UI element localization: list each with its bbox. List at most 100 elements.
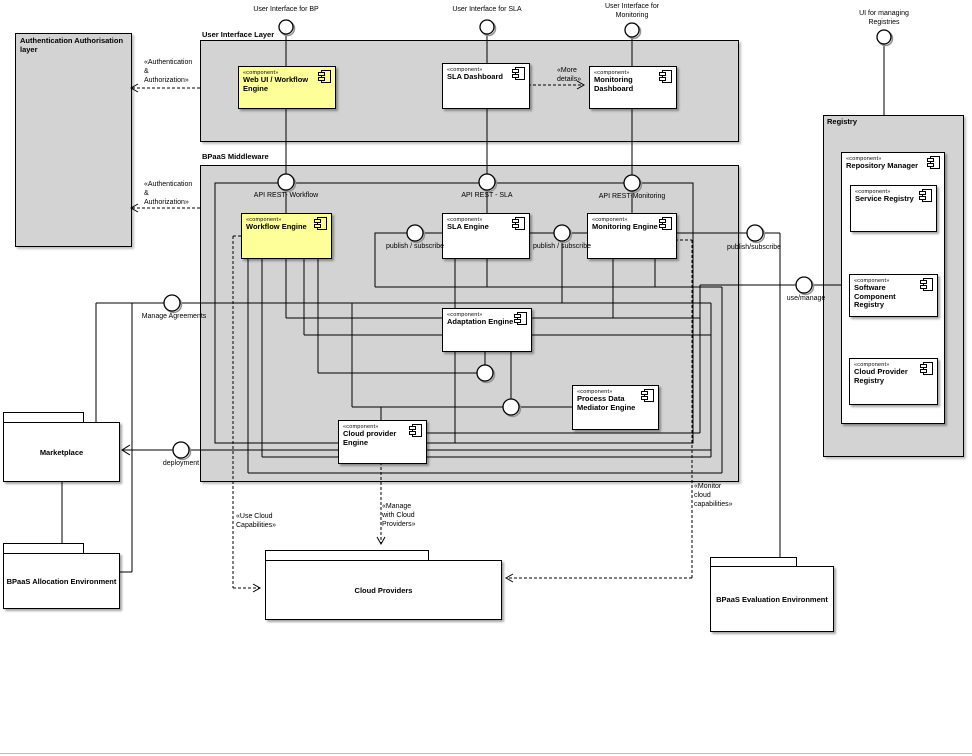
package-bpaas-allocation-environment[interactable]: BPaaS Allocation Environment [3,553,120,609]
stereotype-label: «component» [447,312,483,318]
component-icon [512,67,525,80]
component-icon [927,156,940,169]
port-ui-registries[interactable] [876,29,892,45]
stereotype-label: «component» [855,189,891,195]
component-name: SLA Engine [447,222,489,231]
stereotype-label: «component» [592,217,628,223]
stereotype-label: «component» [447,217,483,223]
port-ui-monitoring[interactable] [624,22,640,38]
port-ui-bp[interactable] [278,19,294,35]
interface-api-rest-workflow[interactable] [277,173,295,191]
component-icon [659,217,672,230]
interface-label-publish-subscribe-2: publish / subscribe [533,243,591,250]
package-marketplace[interactable]: Marketplace [3,422,120,482]
port-label-ui-registries: UI for managing Registries [859,10,909,26]
container-bpaas-middleware-label: BPaaS Middleware [202,152,269,161]
package-cloud-providers[interactable]: Cloud Providers [265,560,502,620]
interface-publish-subscribe-1[interactable] [406,224,424,242]
stereotype-label: «component» [343,424,379,430]
port-label-ui-sla: User Interface for SLA [452,6,522,13]
component-name: Cloud provider Engine [343,429,397,447]
interface-label-api-rest-workflow: API REST- Workflow [253,192,319,199]
component-service-registry[interactable]: «component» Service Registry [850,185,937,232]
interface-label-publish-subscribe-3: publish/subscribe [726,244,782,251]
component-workflow-engine[interactable]: «component» Workflow Engine [241,213,332,259]
component-name: Monitoring Dashboard [594,75,634,93]
stereotype-label: «component» [854,278,890,284]
interface-label-manage-agreements: Manage Agreements [141,313,207,320]
component-cloud-provider-registry[interactable]: «component» Cloud Provider Registry [849,358,938,405]
component-icon [512,217,525,230]
component-name: Monitoring Engine [592,222,658,231]
interface-label-api-rest-sla: API REST - SLA [461,192,513,199]
container-authentication-layer-label: Authentication Authorisation layer [20,36,124,54]
stereotype-label: «component» [243,70,279,76]
port-ui-sla[interactable] [479,19,495,35]
container-user-interface-layer-label: User Interface Layer [202,30,275,39]
component-icon [659,70,672,83]
component-icon [409,424,422,437]
annotation-monitor-cloud-capabilities: «Monitor cloud capabilities» [694,483,733,508]
component-adaptation-engine[interactable]: «component» Adaptation Engine [442,308,532,352]
component-name: Cloud Provider Registry [854,367,908,385]
container-authentication-layer[interactable] [15,33,132,247]
component-name: Repository Manager [846,161,919,170]
component-name: Process Data Mediator Engine [577,394,636,412]
package-label: BPaaS Allocation Environment [6,576,117,586]
interface-anonymous-1[interactable] [476,364,494,382]
interface-label-use-manage: use/manage [786,295,826,302]
interface-use-manage[interactable] [795,276,813,294]
component-cloud-provider-engine[interactable]: «component» Cloud provider Engine [338,420,427,464]
interface-publish-subscribe-3[interactable] [746,224,764,242]
package-label: BPaaS Evaluation Environment [716,594,828,604]
component-sla-dashboard[interactable]: «component» SLA Dashboard [442,63,530,109]
interface-api-rest-monitoring[interactable] [623,174,641,192]
component-icon [920,362,933,375]
interface-label-deployment: deployment [162,460,200,467]
component-icon [514,312,527,325]
component-monitoring-engine[interactable]: «component» Monitoring Engine [587,213,677,259]
package-label: Marketplace [39,447,84,457]
annotation-use-cloud-capabilities: «Use Cloud Capabilities» [236,513,277,529]
component-icon [920,278,933,291]
stereotype-label: «component» [246,217,282,223]
component-process-data-mediator-engine[interactable]: «component» Process Data Mediator Engine [572,385,659,430]
port-label-ui-monitoring: User Interface for Monitoring [604,3,660,19]
interface-api-rest-sla[interactable] [478,173,496,191]
stereotype-label: «component» [447,67,483,73]
container-registry-label: Registry [827,117,858,126]
stereotype-label: «component» [846,156,882,162]
component-sla-engine[interactable]: «component» SLA Engine [442,213,530,259]
package-bpaas-evaluation-environment[interactable]: BPaaS Evaluation Environment [710,566,834,632]
annotation-more-details: «More details» [557,67,582,83]
interface-label-publish-subscribe-1: publish / subscribe [386,243,444,250]
annotation-manage-with-cloud-providers: «Manage with Cloud Providers» [382,503,416,528]
interface-publish-subscribe-2[interactable] [553,224,571,242]
canvas-bottom-edge [0,753,972,754]
component-name: Web UI / Workflow Engine [243,75,309,93]
interface-anonymous-2[interactable] [502,398,520,416]
package-label: Cloud Providers [354,585,413,595]
component-software-component-registry[interactable]: «component» Software Component Registry [849,274,938,317]
interface-deployment[interactable] [172,441,190,459]
component-icon [314,217,327,230]
component-icon [641,389,654,402]
component-icon [919,189,932,202]
component-name: Service Registry [855,194,914,203]
interface-manage-agreements[interactable] [163,294,181,312]
component-web-ui-workflow-engine[interactable]: «component» Web UI / Workflow Engine [238,66,336,109]
stereotype-label: «component» [594,70,630,76]
component-name: Adaptation Engine [447,317,514,326]
interface-label-api-rest-monitoring: API REST-Monitoring [598,193,666,200]
component-name: Software Component Registry [854,283,896,309]
stereotype-label: «component» [577,389,613,395]
component-name: SLA Dashboard [447,72,503,81]
component-monitoring-dashboard[interactable]: «component» Monitoring Dashboard [589,66,677,109]
annotation-auth-authorization-2: «Authentication & Authorization» [144,181,193,206]
annotation-auth-authorization-1: «Authentication & Authorization» [144,59,193,84]
component-icon [318,70,331,83]
stereotype-label: «component» [854,362,890,368]
component-name: Workflow Engine [246,222,307,231]
